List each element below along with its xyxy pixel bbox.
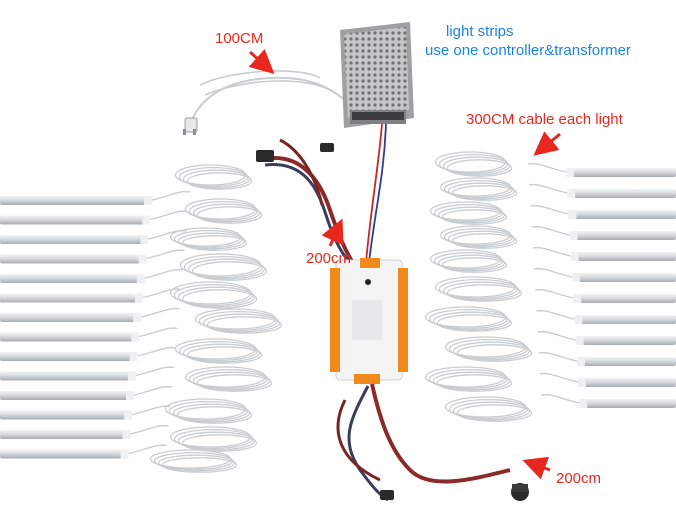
light-strip bbox=[535, 288, 676, 303]
light-strip bbox=[533, 267, 676, 282]
light-strip bbox=[0, 366, 174, 381]
coiled-cable bbox=[439, 177, 518, 201]
psu-to-controller-wires bbox=[365, 123, 387, 263]
sensor-cable-top bbox=[256, 138, 361, 274]
light-strip bbox=[0, 307, 180, 322]
title-light-strips: light strips bbox=[446, 23, 514, 40]
light-strip bbox=[530, 204, 676, 219]
light-strip bbox=[531, 225, 676, 240]
light-strip bbox=[0, 424, 169, 439]
coiled-cable bbox=[444, 396, 533, 422]
label-200cm-bottom: 200cm bbox=[556, 470, 602, 487]
power-supply-transformer bbox=[340, 22, 414, 128]
coiled-cable bbox=[169, 281, 258, 309]
coiled-cable bbox=[169, 426, 258, 452]
light-strip bbox=[0, 249, 185, 264]
right-light-strips bbox=[527, 162, 676, 408]
coiled-cable bbox=[194, 308, 283, 334]
left-light-strips bbox=[0, 190, 191, 459]
light-strip bbox=[532, 246, 676, 261]
light-strip bbox=[537, 330, 676, 345]
coiled-cable bbox=[174, 164, 253, 190]
coiled-white-cables bbox=[149, 151, 533, 473]
light-strip bbox=[0, 268, 183, 283]
coiled-cable bbox=[439, 225, 518, 249]
controller-board bbox=[330, 258, 408, 384]
ac-power-cable bbox=[183, 70, 346, 135]
label-300cm-cable: 300CM cable each light bbox=[466, 111, 623, 128]
light-strip bbox=[0, 190, 191, 205]
light-strip bbox=[0, 385, 173, 400]
light-strip bbox=[541, 393, 676, 408]
coiled-cable bbox=[424, 306, 513, 332]
light-strip bbox=[0, 444, 167, 459]
coiled-cable bbox=[429, 201, 508, 225]
light-strip bbox=[0, 405, 171, 420]
annotation-arrows bbox=[248, 49, 561, 480]
coiled-cable bbox=[174, 338, 263, 364]
light-strip bbox=[529, 183, 676, 198]
light-strip bbox=[539, 372, 676, 387]
coiled-cable bbox=[149, 449, 238, 473]
coiled-cable bbox=[444, 336, 533, 362]
light-strip bbox=[538, 351, 676, 366]
coiled-cable bbox=[184, 198, 263, 224]
coiled-cable bbox=[434, 151, 513, 177]
sensor-cable-bottom bbox=[336, 383, 529, 502]
coiled-cable bbox=[434, 276, 523, 302]
light-strip bbox=[527, 162, 676, 177]
coiled-cable bbox=[164, 398, 253, 424]
light-strip bbox=[0, 229, 187, 244]
light-strip bbox=[0, 288, 182, 303]
coiled-cable bbox=[424, 366, 513, 392]
coiled-cable bbox=[184, 366, 273, 392]
coiled-cable bbox=[429, 249, 508, 273]
light-strip bbox=[536, 309, 676, 324]
light-strip bbox=[0, 210, 189, 225]
label-100cm: 100CM bbox=[215, 30, 264, 47]
light-strip bbox=[0, 327, 178, 342]
coiled-cable bbox=[169, 227, 248, 251]
title-controller-transformer: use one controller&transformer bbox=[425, 42, 631, 59]
label-200cm-top: 200cm bbox=[306, 250, 352, 267]
coiled-cable bbox=[179, 253, 268, 281]
light-strip bbox=[0, 346, 176, 361]
